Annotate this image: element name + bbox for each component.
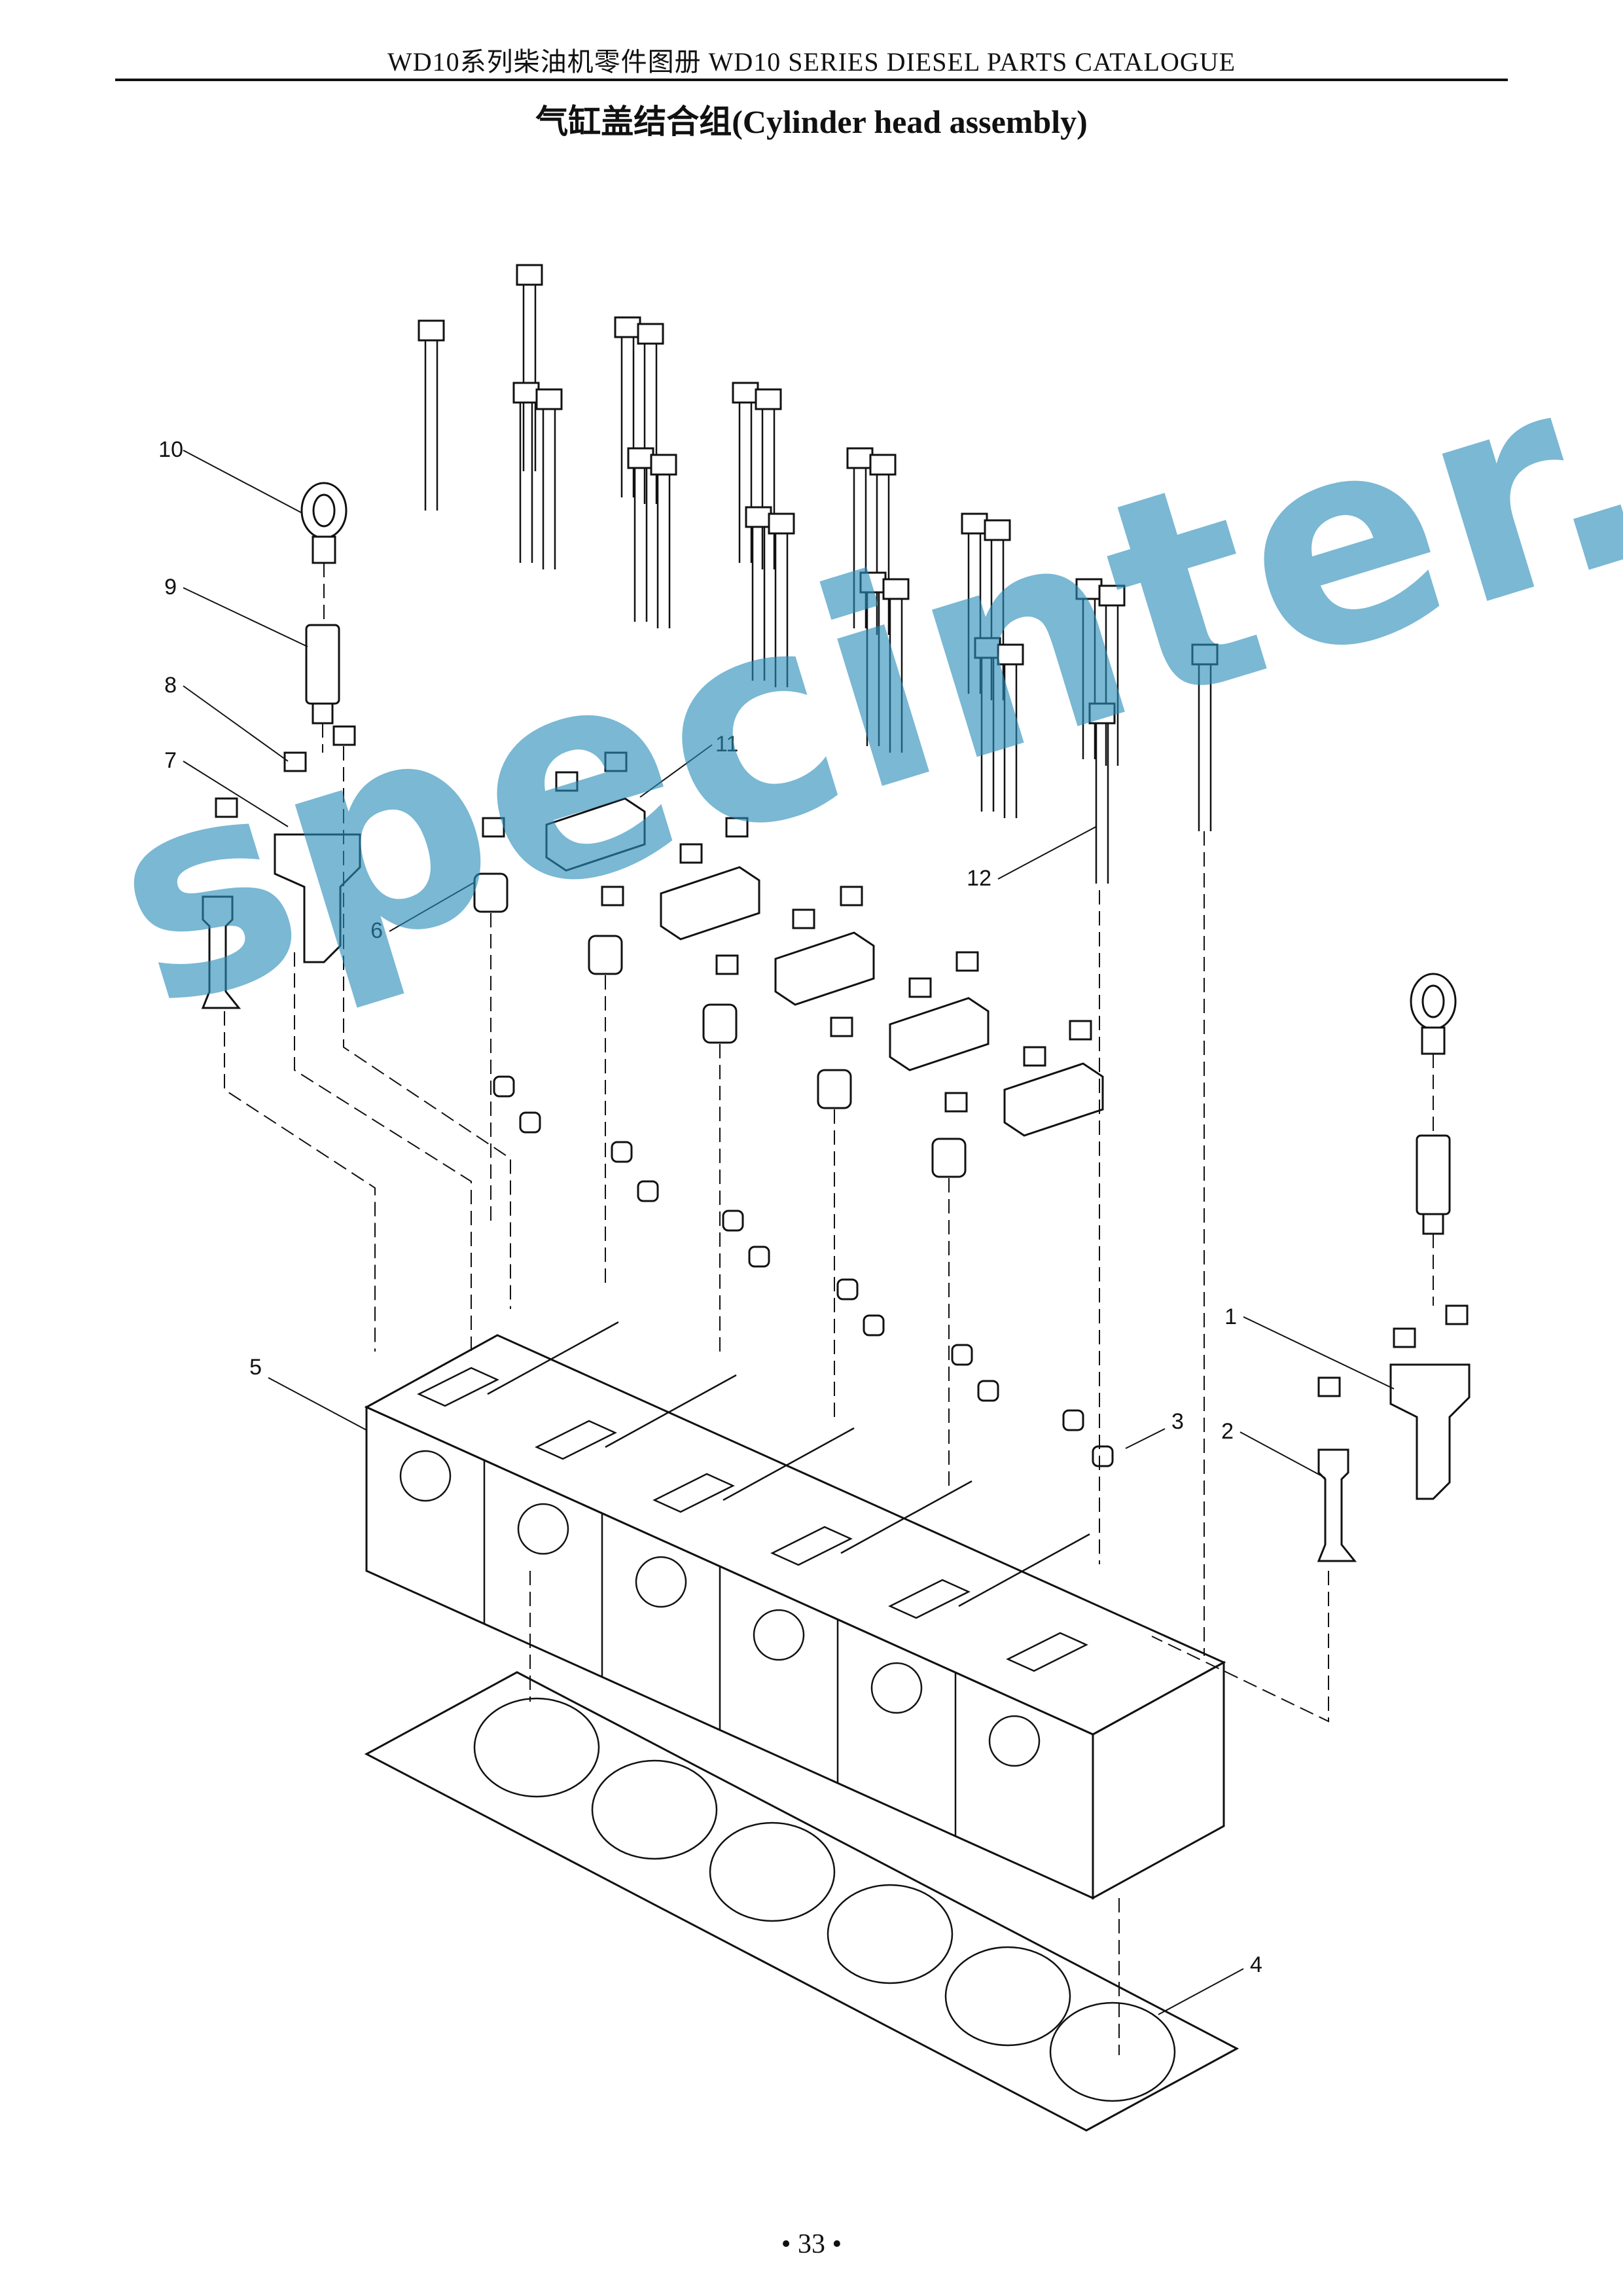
callout-7: 7 (164, 748, 177, 773)
rocker-bridges (545, 797, 1104, 1137)
page-number: • 33 • (781, 2229, 842, 2259)
assembly-lines (224, 563, 1434, 2055)
brackets (201, 833, 1471, 1562)
nuts (215, 725, 1469, 1397)
cylinder-head-gasket (364, 1671, 1240, 2132)
running-header: WD10系列柴油机零件图册 WD10 SERIES DIESEL PARTS C… (387, 47, 1236, 77)
head-bolts (418, 264, 1219, 884)
callout-1: 1 (1224, 1304, 1237, 1329)
cylinder-heads (364, 1321, 1226, 1900)
callout-numbers: 1 2 3 4 5 6 7 8 9 10 11 12 (158, 437, 1262, 1977)
callout-5: 5 (249, 1355, 262, 1380)
page-title: 气缸盖结合组(Cylinder head assembly) (535, 103, 1088, 140)
valve-seals (493, 1075, 1114, 1467)
callout-8: 8 (164, 673, 177, 698)
callout-2: 2 (1221, 1419, 1234, 1444)
callout-9: 9 (164, 575, 177, 600)
leader-lines (183, 450, 1395, 2015)
callout-6: 6 (370, 918, 383, 943)
header-rule (115, 79, 1508, 81)
callout-4: 4 (1250, 1952, 1262, 1977)
lifting-eye (300, 482, 1457, 1055)
spacer-sleeve (305, 624, 1451, 1235)
callout-3: 3 (1171, 1409, 1184, 1434)
callout-10: 10 (158, 437, 183, 462)
callout-11: 11 (715, 732, 738, 757)
bushes (473, 872, 967, 1178)
callout-12: 12 (967, 866, 991, 891)
